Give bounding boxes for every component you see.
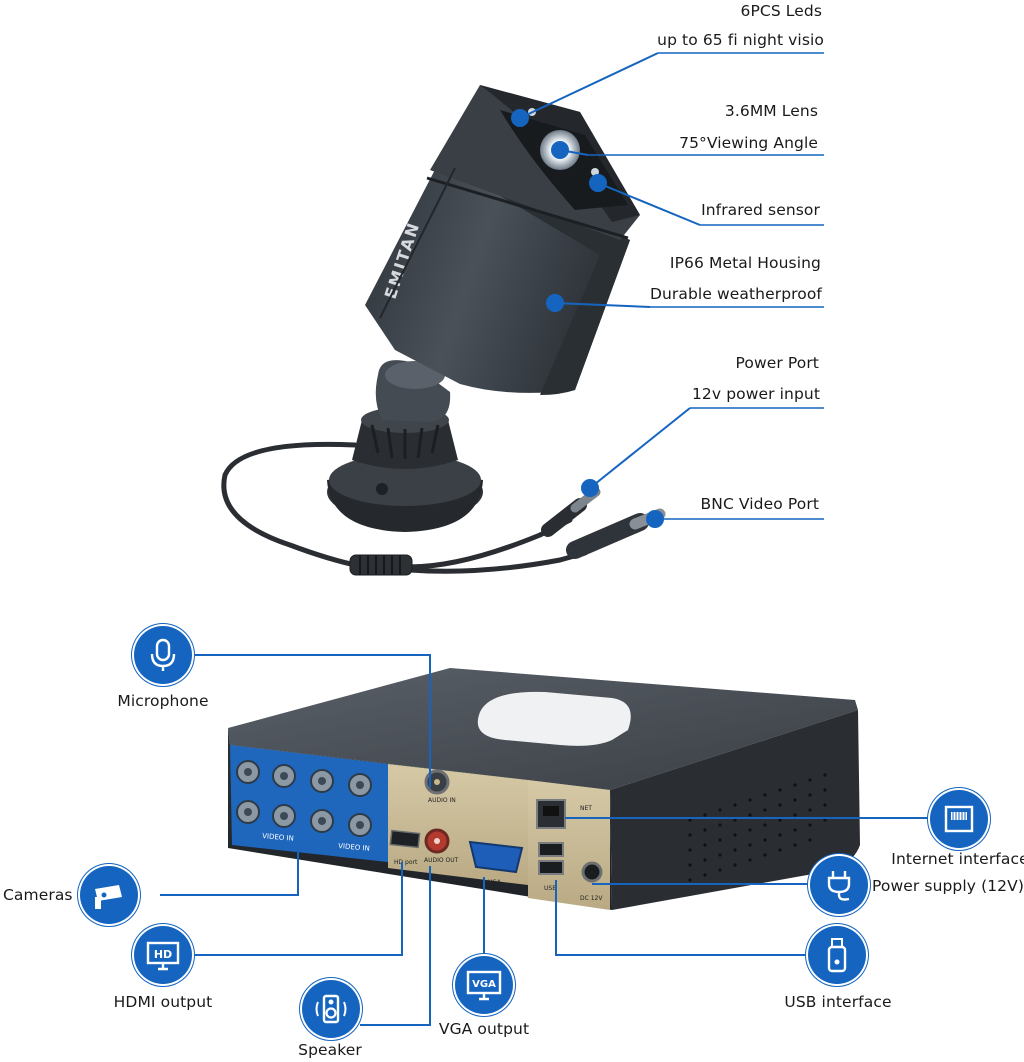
- label-microphone: Microphone: [117, 692, 209, 710]
- label-usb-interface: USB interface: [784, 993, 892, 1011]
- power-plug-icon: [810, 856, 868, 914]
- vga-port-label: VGA: [488, 879, 502, 886]
- usb-port: [538, 842, 564, 857]
- callout-bnc-video-port: BNC Video Port: [700, 495, 819, 513]
- dvr-recorder: VIDEO IN VIDEO IN AUDIO IN AUDIO OUT HD …: [228, 668, 860, 910]
- led-dot: [591, 168, 599, 176]
- callout-power-input: 12v power input: [691, 385, 820, 403]
- speaker-icon: [302, 980, 360, 1038]
- hdmi-port: [389, 829, 421, 849]
- label-speaker: Speaker: [298, 1041, 362, 1059]
- cctv-camera-icon: [80, 866, 138, 924]
- ethernet-port-icon: [930, 790, 988, 848]
- callout-housing: IP66 Metal Housing: [669, 254, 821, 272]
- callout-infrared-sensor: Infrared sensor: [701, 201, 820, 219]
- callout-night-vision: up to 65 fi night visio: [657, 31, 824, 49]
- video-in-label: VIDEO IN: [262, 832, 294, 843]
- vga-port: [468, 840, 524, 874]
- usb-label: USB: [544, 885, 556, 892]
- label-power-supply: Power supply (12V): [872, 877, 1024, 895]
- ethernet-port: [536, 799, 566, 829]
- hd-monitor-icon: HD: [134, 926, 192, 984]
- callout-lens: 3.6MM Lens: [724, 102, 818, 120]
- callout-viewing-angle: 75°Viewing Angle: [679, 134, 818, 152]
- audio-in-label: AUDIO IN: [428, 797, 456, 804]
- callout-power-port: Power Port: [735, 354, 819, 372]
- dvr-leader-lines: [160, 654, 930, 1026]
- hd-icon-text: HD: [154, 948, 172, 961]
- label-cameras: Cameras: [3, 886, 73, 904]
- label-internet-interface: Internet interface: [891, 850, 1024, 868]
- video-in-label: VIDEO IN: [338, 842, 370, 853]
- usb-drive-icon: [808, 926, 866, 984]
- microphone-icon: [134, 626, 192, 684]
- hd-port-label: HD port: [394, 859, 418, 866]
- dc-label: DC 12V: [580, 895, 603, 902]
- vga-monitor-icon: VGA: [455, 956, 513, 1014]
- camera-cable: [221, 441, 666, 576]
- callout-weatherproof: Durable weatherproof: [649, 285, 822, 303]
- usb-port: [538, 860, 564, 875]
- callout-6pcs-leds: 6PCS Leds: [740, 2, 822, 20]
- label-hdmi-output: HDMI output: [113, 993, 213, 1011]
- label-vga-output: VGA output: [438, 1020, 530, 1038]
- net-label: NET: [580, 805, 592, 812]
- camera-leader-lines: [511, 52, 824, 528]
- bullet-camera: EMITAN: [327, 85, 640, 532]
- audio-out-label: AUDIO OUT: [424, 857, 459, 864]
- dc-port: [581, 861, 603, 883]
- vga-icon-text: VGA: [472, 979, 496, 990]
